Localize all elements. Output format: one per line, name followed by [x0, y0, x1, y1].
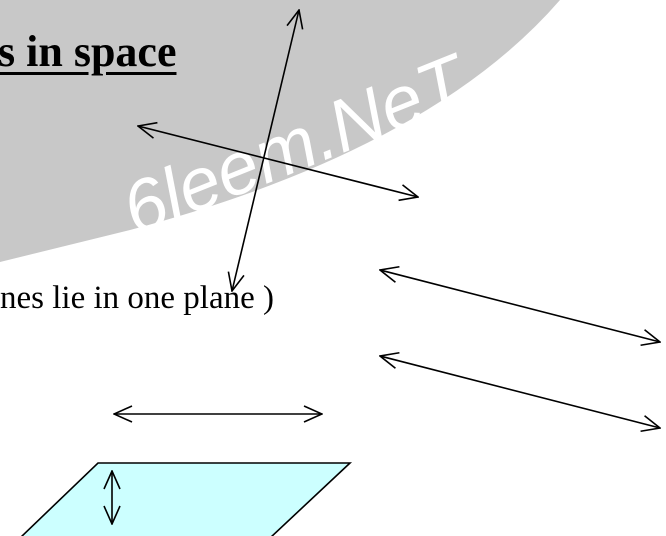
intersecting-line-1 — [232, 10, 299, 291]
intersecting-line-2 — [138, 126, 418, 197]
parallel-line-2 — [380, 356, 660, 428]
parallel-line-1 — [380, 270, 660, 342]
plane-shape — [20, 462, 353, 536]
page-title: s in space — [0, 27, 177, 76]
